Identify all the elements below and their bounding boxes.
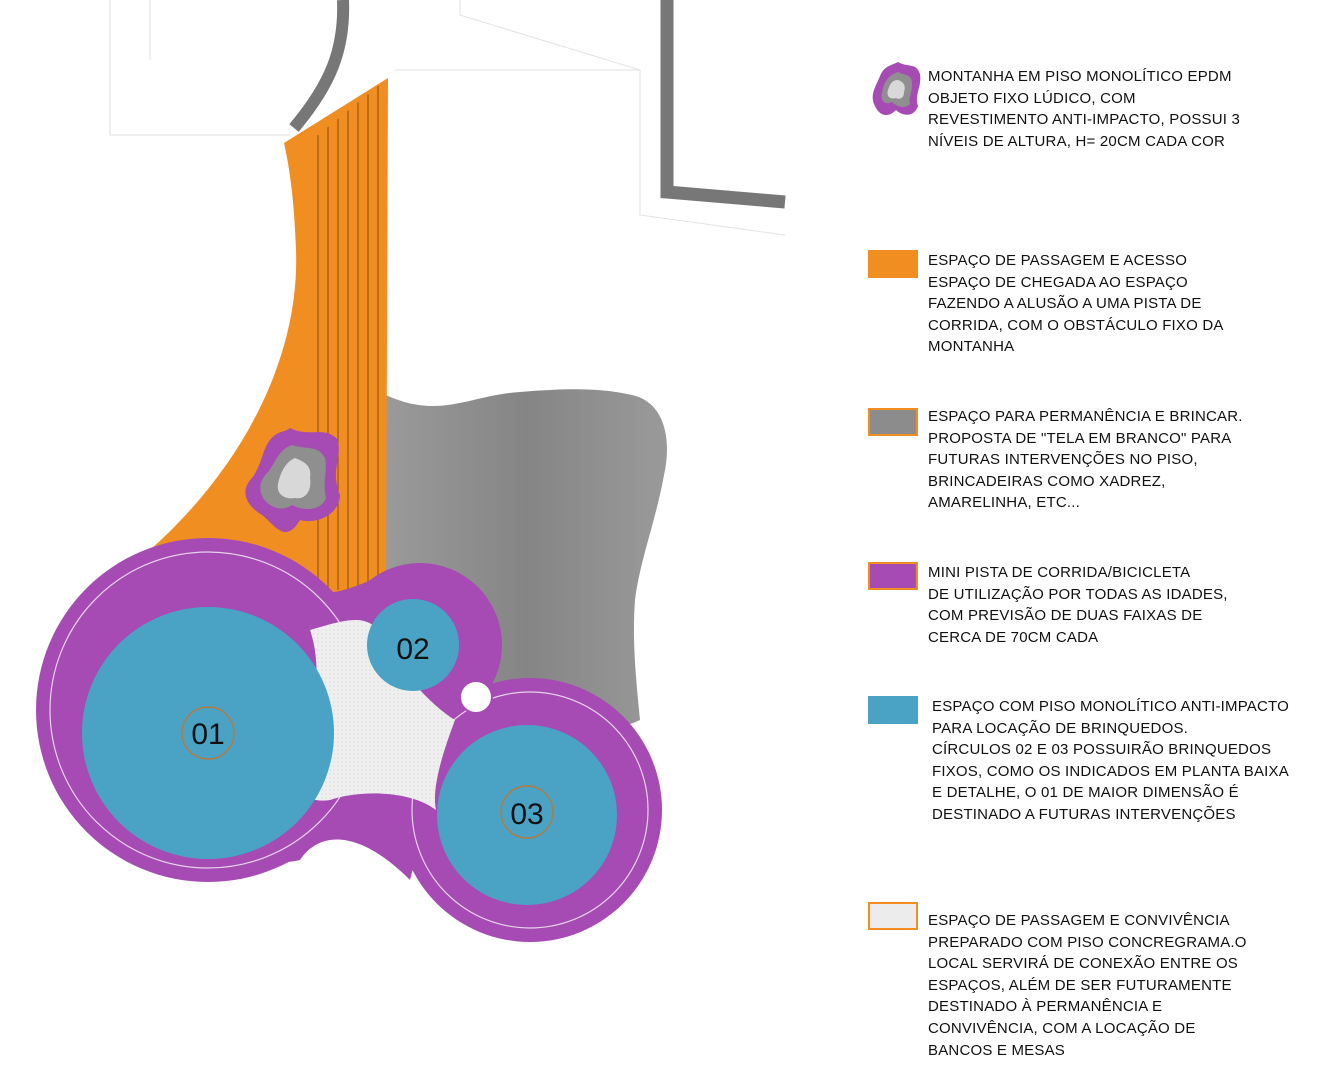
purple-swatch [868, 562, 918, 590]
circle-markers [181, 706, 554, 839]
legend-line: E DETALHE, O 01 DE MAIOR DIMENSÃO É [932, 784, 1239, 802]
legend-line: DESTINADO À PERMANÊNCIA E [928, 998, 1163, 1016]
blue-swatch [868, 696, 918, 724]
mountain-icon [872, 62, 921, 116]
legend-line: ESPAÇO DE PASSAGEM E CONVIVÊNCIA [928, 912, 1230, 929]
legend-line: ESPAÇO COM PISO MONOLÍTICO ANTI-IMPACTO [932, 698, 1290, 715]
small-white-circle [459, 680, 493, 714]
legend-line: COM PREVISÃO DE DUAS FAIXAS DE [928, 607, 1203, 625]
legend-text-light: ESPAÇO DE PASSAGEM E CONVIVÊNCIA PREPARA… [928, 910, 1308, 1061]
legend-line: MINI PISTA DE CORRIDA/BICICLETA [928, 564, 1191, 581]
l-wall [660, 0, 786, 209]
legend-line: ESPAÇOS, ALÉM DE SER FUTURAMENTE [928, 976, 1232, 994]
circle-label-01: 01 [191, 718, 224, 751]
legend-line: PREPARADO COM PISO CONCREGRAMA.O [928, 933, 1247, 951]
legend-text-gray: ESPAÇO PARA PERMANÊNCIA E BRINCAR. PROPO… [928, 406, 1308, 514]
track-stripes [317, 84, 379, 590]
orange-access-area [150, 78, 388, 600]
legend-line: MONTANHA EM PISO MONOLÍTICO EPDM [928, 68, 1232, 85]
legend-line: MONTANHA [928, 338, 1015, 356]
legend-line: PROPOSTA DE "TELA EM BRANCO" PARA [928, 429, 1232, 447]
legend-line: CÍRCULOS 02 E 03 POSSUIRÃO BRINQUEDOS [932, 741, 1272, 759]
blue-circles [82, 599, 617, 905]
legend-line: CERCA DE 70CM CADA [928, 628, 1099, 646]
circle-label-02: 02 [396, 633, 429, 666]
legend-line: AMARELINHA, ETC... [928, 494, 1080, 512]
site-plan: 01 02 03 [36, 0, 786, 942]
context-outline [109, 0, 786, 236]
legend-line: PARA LOCAÇÃO DE BRINQUEDOS. [932, 719, 1189, 737]
legend-line: REVESTIMENTO ANTI-IMPACTO, POSSUI 3 [928, 111, 1241, 129]
legend-text-orange: ESPAÇO DE PASSAGEM E ACESSO ESPAÇO DE CH… [928, 250, 1308, 358]
legend-line: CONVIVÊNCIA, COM A LOCAÇÃO DE [928, 1019, 1196, 1037]
legend-text-mountain: MONTANHA EM PISO MONOLÍTICO EPDM OBJETO … [928, 66, 1308, 152]
orange-swatch [868, 250, 918, 278]
legend-line: LOCAL SERVIRÁ DE CONEXÃO ENTRE OS [928, 955, 1239, 973]
curved-wall [289, 0, 350, 132]
legend-line: DESTINADO A FUTURAS INTERVENÇÕES [932, 805, 1236, 823]
legend-line: FUTURAS INTERVENÇÕES NO PISO, [928, 451, 1198, 469]
mountain-object [245, 428, 340, 533]
gray-swatch [868, 408, 918, 436]
legend-line: BRINCADEIRAS COMO XADREZ, [928, 472, 1166, 490]
legend-line: ESPAÇO PARA PERMANÊNCIA E BRINCAR. [928, 408, 1243, 425]
light-plaza [291, 620, 455, 810]
legend-line: BANCOS E MESAS [928, 1041, 1066, 1059]
legend-line: DE UTILIZAÇÃO POR TODAS AS IDADES, [928, 585, 1228, 603]
legend-line: OBJETO FIXO LÚDICO, COM [928, 89, 1136, 107]
legend-line: CORRIDA, COM O OBSTÁCULO FIXO DA [928, 316, 1224, 334]
light-swatch [868, 902, 918, 930]
legend-text-blue: ESPAÇO COM PISO MONOLÍTICO ANTI-IMPACTO … [932, 696, 1312, 826]
legend-line: FAZENDO A ALUSÃO A UMA PISTA DE [928, 295, 1202, 313]
legend-line: ESPAÇO DE CHEGADA AO ESPAÇO [928, 273, 1188, 291]
legend-line: FIXOS, COMO OS INDICADOS EM PLANTA BAIXA [932, 762, 1289, 780]
legend-line: NÍVEIS DE ALTURA, H= 20CM CADA COR [928, 132, 1226, 150]
circle-label-03: 03 [510, 798, 543, 831]
legend-line: ESPAÇO DE PASSAGEM E ACESSO [928, 252, 1188, 269]
legend-text-purple: MINI PISTA DE CORRIDA/BICICLETA DE UTILI… [928, 562, 1308, 648]
